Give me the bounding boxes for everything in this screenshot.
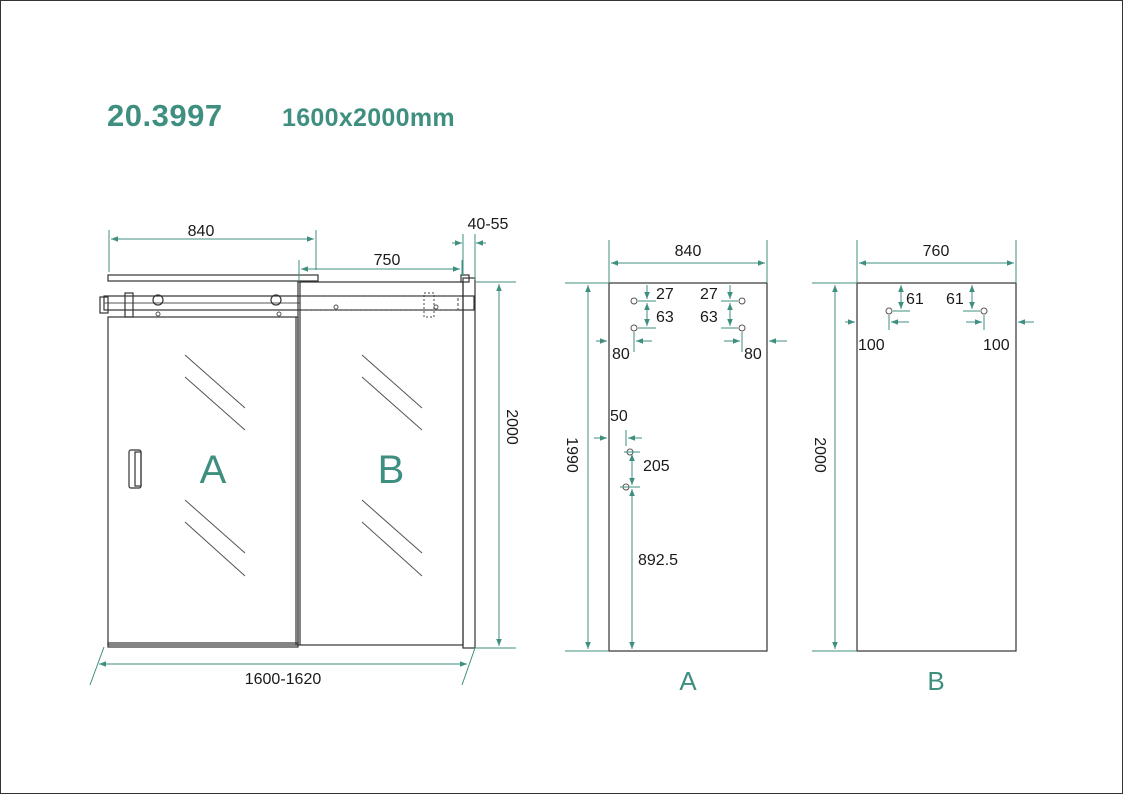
svg-text:840: 840 <box>188 223 215 240</box>
panel-b-detail: 760 2000 61 61 100 <box>811 240 1034 696</box>
dim-edge-right: 80 <box>724 332 787 363</box>
bolt-hole <box>630 297 638 305</box>
dim-handle-spacing: 205 <box>620 451 670 488</box>
panel-a-outline <box>608 282 768 652</box>
svg-text:205: 205 <box>643 458 670 475</box>
dim-wall-depth: 40-55 <box>452 216 509 280</box>
model-code: 20.3997 <box>107 98 223 133</box>
dim-panel-a-height: 1990 <box>563 282 609 652</box>
panel-b-label: B <box>378 448 405 492</box>
panel-b-outline <box>856 282 1017 652</box>
glass-bolt <box>333 304 339 310</box>
dim-width-total: 1600-1620 <box>89 646 476 688</box>
dim-hole-left-b: 61 <box>893 285 924 312</box>
svg-text:80: 80 <box>744 346 762 363</box>
dim-height: 2000 <box>476 281 520 649</box>
panel-a-caption: A <box>679 666 697 696</box>
dim-hole-left: 27 63 <box>638 285 674 329</box>
svg-text:63: 63 <box>700 309 718 326</box>
svg-text:840: 840 <box>675 243 702 260</box>
svg-text:27: 27 <box>656 286 674 303</box>
rail-clamp-hidden <box>423 292 435 318</box>
svg-text:2000: 2000 <box>811 437 828 473</box>
panel-a-label: A <box>200 448 227 492</box>
glass-bolt <box>155 311 161 317</box>
bolt-hole <box>980 307 988 315</box>
panel-a-detail: 840 1990 27 63 27 <box>563 240 787 696</box>
bolt-hole <box>738 297 746 305</box>
svg-text:100: 100 <box>983 337 1010 354</box>
svg-text:100: 100 <box>858 337 885 354</box>
svg-text:2000: 2000 <box>503 409 520 445</box>
svg-text:1990: 1990 <box>563 437 580 473</box>
svg-text:61: 61 <box>906 291 924 308</box>
bolt-hole <box>630 324 638 332</box>
svg-text:760: 760 <box>923 243 950 260</box>
svg-text:80: 80 <box>612 346 630 363</box>
door-handle-grip <box>134 451 142 487</box>
dim-panel-b-height: 2000 <box>811 282 857 652</box>
rail-end-stopper <box>99 296 109 314</box>
dim-edge-right-b: 100 <box>966 315 1034 354</box>
top-rail-cap <box>107 274 319 282</box>
svg-text:40-55: 40-55 <box>468 216 509 233</box>
roller-wheel <box>270 294 282 306</box>
size-title: 1600x2000mm <box>282 104 455 132</box>
bolt-hole <box>738 324 746 332</box>
glass-bolt <box>276 311 282 317</box>
dim-handle-height: 892.5 <box>629 489 678 649</box>
dim-edge-left: 80 <box>596 332 652 363</box>
svg-text:750: 750 <box>374 252 401 269</box>
rail-clamp <box>124 292 134 318</box>
dim-panel-a-width: 840 <box>608 240 768 283</box>
svg-text:892.5: 892.5 <box>638 552 678 569</box>
wall-profile-cap <box>460 274 470 283</box>
dim-handle-edge: 50 <box>594 408 642 446</box>
wall-profile <box>462 277 476 649</box>
svg-text:61: 61 <box>946 291 964 308</box>
roller-wheel <box>152 294 164 306</box>
glass-bolt <box>433 304 439 310</box>
dim-hole-right: 27 63 <box>700 285 738 329</box>
svg-text:27: 27 <box>700 286 718 303</box>
dim-top-b: 750 <box>298 252 463 282</box>
panel-b-caption: B <box>927 666 944 696</box>
svg-text:63: 63 <box>656 309 674 326</box>
assembly-view: A B 840 750 40-55 2000 <box>89 216 520 688</box>
dim-hole-right-b: 61 <box>946 285 980 312</box>
dim-top-a: 840 <box>108 223 317 272</box>
dim-edge-left-b: 100 <box>845 315 909 354</box>
bolt-hole <box>885 307 893 315</box>
svg-text:1600-1620: 1600-1620 <box>245 671 322 688</box>
dim-panel-b-width: 760 <box>856 240 1017 283</box>
svg-text:50: 50 <box>610 408 628 425</box>
glass-reflection <box>184 354 423 577</box>
